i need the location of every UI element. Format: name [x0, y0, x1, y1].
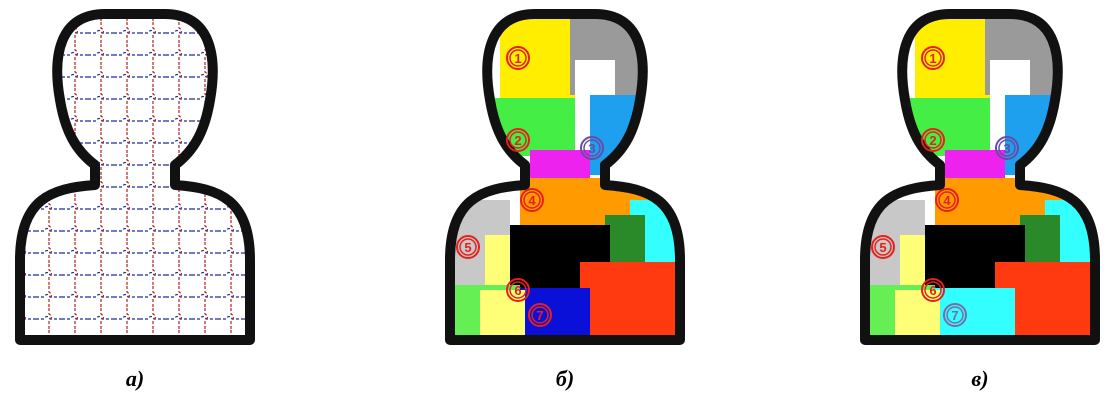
caption-a: а): [105, 366, 165, 392]
silhouette-b: 1 2 3 4 5 67: [440, 0, 690, 360]
marker-5: 5: [457, 236, 479, 258]
marker-label: 5: [464, 240, 471, 255]
marker-2: 2: [507, 129, 529, 151]
marker-4: 4: [521, 189, 543, 211]
marker-7: 7: [529, 304, 551, 326]
puzzle-grid: [10, 0, 260, 360]
marker-label: 5: [879, 240, 886, 255]
silhouette-v: 1 2 3 4 5 67: [855, 0, 1105, 360]
silhouette-a: [10, 0, 260, 360]
marker-label: 4: [943, 193, 951, 208]
marker-label: 6: [929, 283, 936, 298]
marker-7: 7: [944, 304, 966, 326]
caption-v: в): [950, 366, 1010, 392]
marker-label: 2: [929, 133, 936, 148]
marker-label: 4: [528, 193, 536, 208]
panel-a: [10, 0, 260, 360]
marker-2: 2: [922, 129, 944, 151]
marker-label: 2: [514, 133, 521, 148]
marker-label: 3: [1003, 141, 1010, 156]
marker-label: 3: [588, 141, 595, 156]
marker-label: 1: [514, 51, 521, 66]
marker-6: 6: [922, 279, 944, 301]
marker-1: 1: [922, 47, 944, 69]
marker-3: 3: [996, 137, 1018, 159]
marker-6: 6: [507, 279, 529, 301]
marker-label: 7: [951, 308, 958, 323]
caption-b: б): [535, 366, 595, 392]
marker-5: 5: [872, 236, 894, 258]
marker-label: 1: [929, 51, 936, 66]
marker-3: 3: [581, 137, 603, 159]
piece-red: [580, 262, 680, 342]
marker-4: 4: [936, 189, 958, 211]
marker-label: 7: [536, 308, 543, 323]
marker-label: 6: [514, 283, 521, 298]
marker-1: 1: [507, 47, 529, 69]
